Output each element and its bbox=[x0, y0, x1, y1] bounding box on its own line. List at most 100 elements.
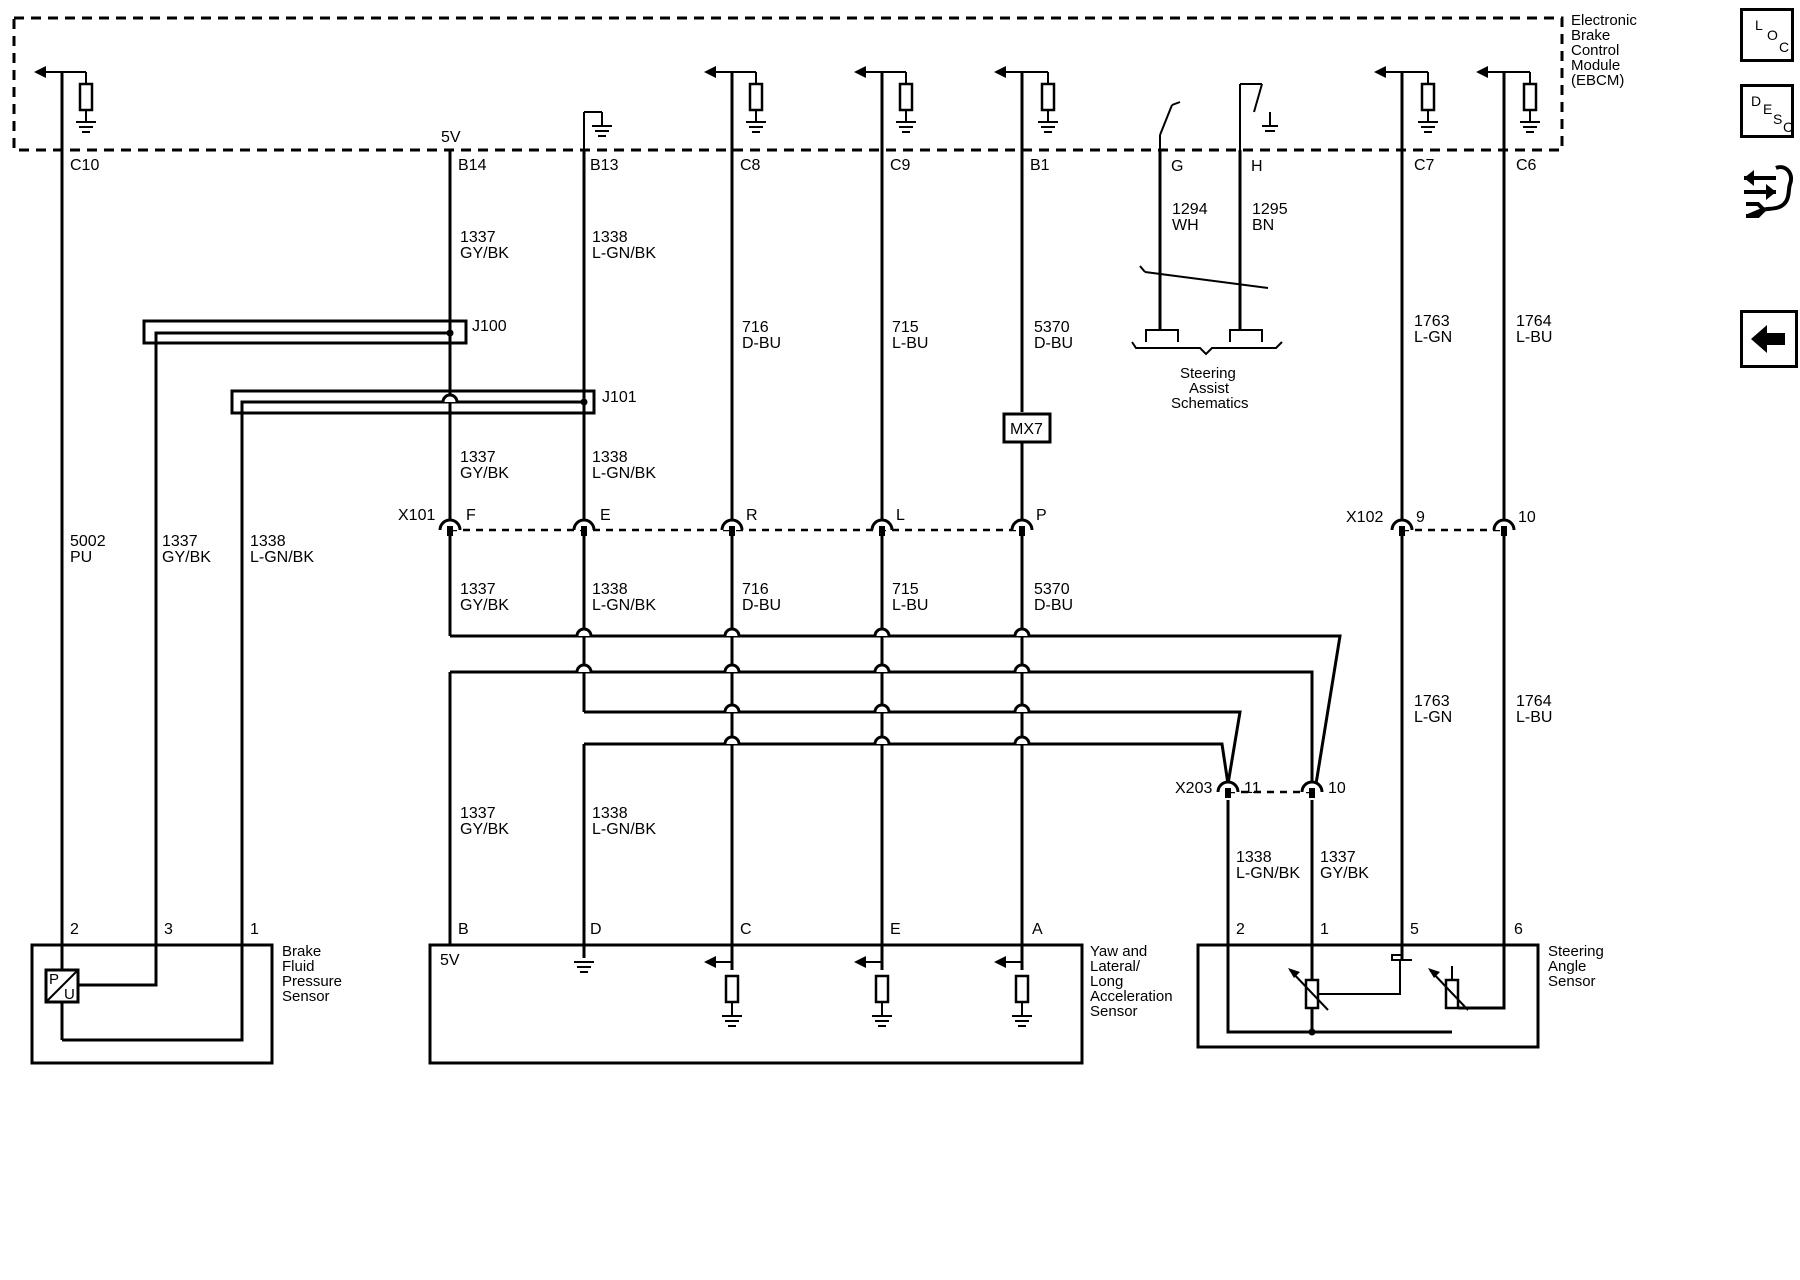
svg-text:Lateral/: Lateral/ bbox=[1090, 958, 1141, 975]
ebcm-c8-circuit bbox=[704, 66, 766, 133]
steering-assist-ref: Steering Assist Schematics bbox=[1131, 265, 1283, 412]
steering-angle-sensor: 2 1 5 6 Steering Angle Sensor bbox=[1196, 921, 1604, 1049]
back-button[interactable] bbox=[1740, 310, 1798, 368]
svg-text:Steering: Steering bbox=[1180, 365, 1236, 382]
svg-text:L-GN/BK: L-GN/BK bbox=[1236, 865, 1300, 882]
svg-text:P: P bbox=[1036, 507, 1047, 524]
svg-text:G: G bbox=[1171, 158, 1183, 175]
svg-text:1: 1 bbox=[250, 921, 259, 938]
svg-text:Module: Module bbox=[1571, 57, 1620, 74]
svg-text:1338: 1338 bbox=[250, 533, 286, 550]
svg-text:C7: C7 bbox=[1414, 157, 1435, 174]
connector-x102: X102 9 10 bbox=[1346, 509, 1536, 536]
svg-text:L-GN/BK: L-GN/BK bbox=[592, 465, 656, 482]
svg-text:B13: B13 bbox=[590, 157, 619, 174]
svg-text:C6: C6 bbox=[1516, 157, 1537, 174]
svg-text:1338: 1338 bbox=[592, 581, 628, 598]
svg-text:P: P bbox=[49, 971, 59, 988]
svg-text:1294: 1294 bbox=[1172, 201, 1208, 218]
svg-text:Sensor: Sensor bbox=[1090, 1003, 1138, 1020]
location-button[interactable]: L O C bbox=[1740, 8, 1794, 62]
svg-text:1338: 1338 bbox=[592, 449, 628, 466]
crossovers bbox=[441, 393, 1031, 745]
svg-text:L-GN: L-GN bbox=[1414, 709, 1452, 726]
loc-letter-c: C bbox=[1779, 39, 1790, 55]
svg-text:716: 716 bbox=[742, 319, 769, 336]
wire-1338-to-x203 bbox=[584, 710, 1242, 785]
svg-text:L-GN/BK: L-GN/BK bbox=[250, 549, 314, 566]
svg-text:715: 715 bbox=[892, 319, 919, 336]
ebcm-h-switch bbox=[1239, 83, 1278, 150]
svg-text:(EBCM): (EBCM) bbox=[1571, 72, 1624, 89]
loc-letter-o: O bbox=[1767, 27, 1778, 43]
connector-x203: X203 11 10 bbox=[1175, 780, 1346, 798]
svg-text:L-GN/BK: L-GN/BK bbox=[592, 597, 656, 614]
brake-fluid-pressure-sensor: P U 2 3 1 Brake Fluid Pressure Sensor bbox=[30, 921, 342, 1065]
svg-text:GY/BK: GY/BK bbox=[162, 549, 211, 566]
desc-letter-c: C bbox=[1783, 119, 1794, 135]
svg-text:Long: Long bbox=[1090, 973, 1123, 990]
wire-1338-brake bbox=[62, 400, 584, 1042]
svg-text:L-BU: L-BU bbox=[892, 597, 928, 614]
svg-text:Schematics: Schematics bbox=[1171, 395, 1249, 412]
svg-text:A: A bbox=[1032, 921, 1043, 938]
svg-text:1337: 1337 bbox=[1320, 849, 1356, 866]
svg-text:F: F bbox=[466, 507, 476, 524]
svg-text:C10: C10 bbox=[70, 157, 99, 174]
svg-text:Brake: Brake bbox=[1571, 27, 1610, 44]
yaw-e-circuit bbox=[854, 956, 892, 1027]
svg-text:Control: Control bbox=[1571, 42, 1619, 59]
svg-text:6: 6 bbox=[1514, 921, 1523, 938]
svg-text:1338: 1338 bbox=[592, 805, 628, 822]
svg-text:1764: 1764 bbox=[1516, 693, 1552, 710]
svg-text:1337: 1337 bbox=[162, 533, 198, 550]
svg-text:D-BU: D-BU bbox=[1034, 597, 1073, 614]
svg-text:E: E bbox=[600, 507, 611, 524]
svg-text:1295: 1295 bbox=[1252, 201, 1288, 218]
svg-text:Electronic: Electronic bbox=[1571, 12, 1637, 29]
svg-text:Sensor: Sensor bbox=[282, 988, 330, 1005]
svg-text:1337: 1337 bbox=[460, 581, 496, 598]
desc-letter-d: D bbox=[1751, 93, 1762, 109]
svg-text:GY/BK: GY/BK bbox=[460, 245, 509, 262]
svg-text:X101: X101 bbox=[398, 507, 435, 524]
svg-text:B1: B1 bbox=[1030, 157, 1050, 174]
back-arrow-icon bbox=[1751, 325, 1785, 353]
svg-text:WH: WH bbox=[1172, 217, 1199, 234]
mx7-inline: MX7 bbox=[1002, 412, 1052, 444]
svg-text:Pressure: Pressure bbox=[282, 973, 342, 990]
ebcm-internal-circuits bbox=[34, 66, 1540, 150]
svg-text:1338: 1338 bbox=[592, 229, 628, 246]
yaw-c-circuit bbox=[704, 956, 742, 1027]
svg-text:L-BU: L-BU bbox=[892, 335, 928, 352]
svg-text:L-GN: L-GN bbox=[1414, 329, 1452, 346]
wire-1337-brake bbox=[78, 331, 450, 987]
svg-text:Assist: Assist bbox=[1189, 380, 1230, 397]
svg-text:1763: 1763 bbox=[1414, 313, 1450, 330]
loc-letter-l: L bbox=[1755, 17, 1763, 33]
svg-text:R: R bbox=[746, 507, 758, 524]
ebcm-c10-circuit bbox=[34, 66, 96, 133]
svg-text:L-GN/BK: L-GN/BK bbox=[592, 821, 656, 838]
svg-text:C: C bbox=[740, 921, 752, 938]
svg-text:Angle: Angle bbox=[1548, 958, 1586, 975]
ebcm-g-switch bbox=[1159, 101, 1181, 150]
svg-text:5: 5 bbox=[1410, 921, 1419, 938]
svg-text:GY/BK: GY/BK bbox=[460, 597, 509, 614]
splice-j101-label: J101 bbox=[602, 389, 637, 406]
svg-text:B14: B14 bbox=[458, 157, 487, 174]
svg-text:L: L bbox=[896, 507, 905, 524]
svg-text:11: 11 bbox=[1244, 780, 1261, 797]
ebcm-c7-circuit bbox=[1374, 66, 1438, 133]
svg-text:PU: PU bbox=[70, 549, 92, 566]
svg-text:10: 10 bbox=[1328, 780, 1346, 797]
yaw-acceleration-sensor: B D C E A 5V Yaw and Lateral/ Long bbox=[428, 921, 1173, 1065]
svg-text:716: 716 bbox=[742, 581, 769, 598]
svg-text:5V: 5V bbox=[440, 952, 460, 969]
svg-text:5002: 5002 bbox=[70, 533, 106, 550]
description-button[interactable]: D E S C bbox=[1740, 84, 1794, 138]
connector-tool-icon[interactable] bbox=[1740, 160, 1796, 224]
svg-text:L-GN/BK: L-GN/BK bbox=[592, 245, 656, 262]
wire-1338-yaw-join bbox=[584, 742, 1230, 785]
